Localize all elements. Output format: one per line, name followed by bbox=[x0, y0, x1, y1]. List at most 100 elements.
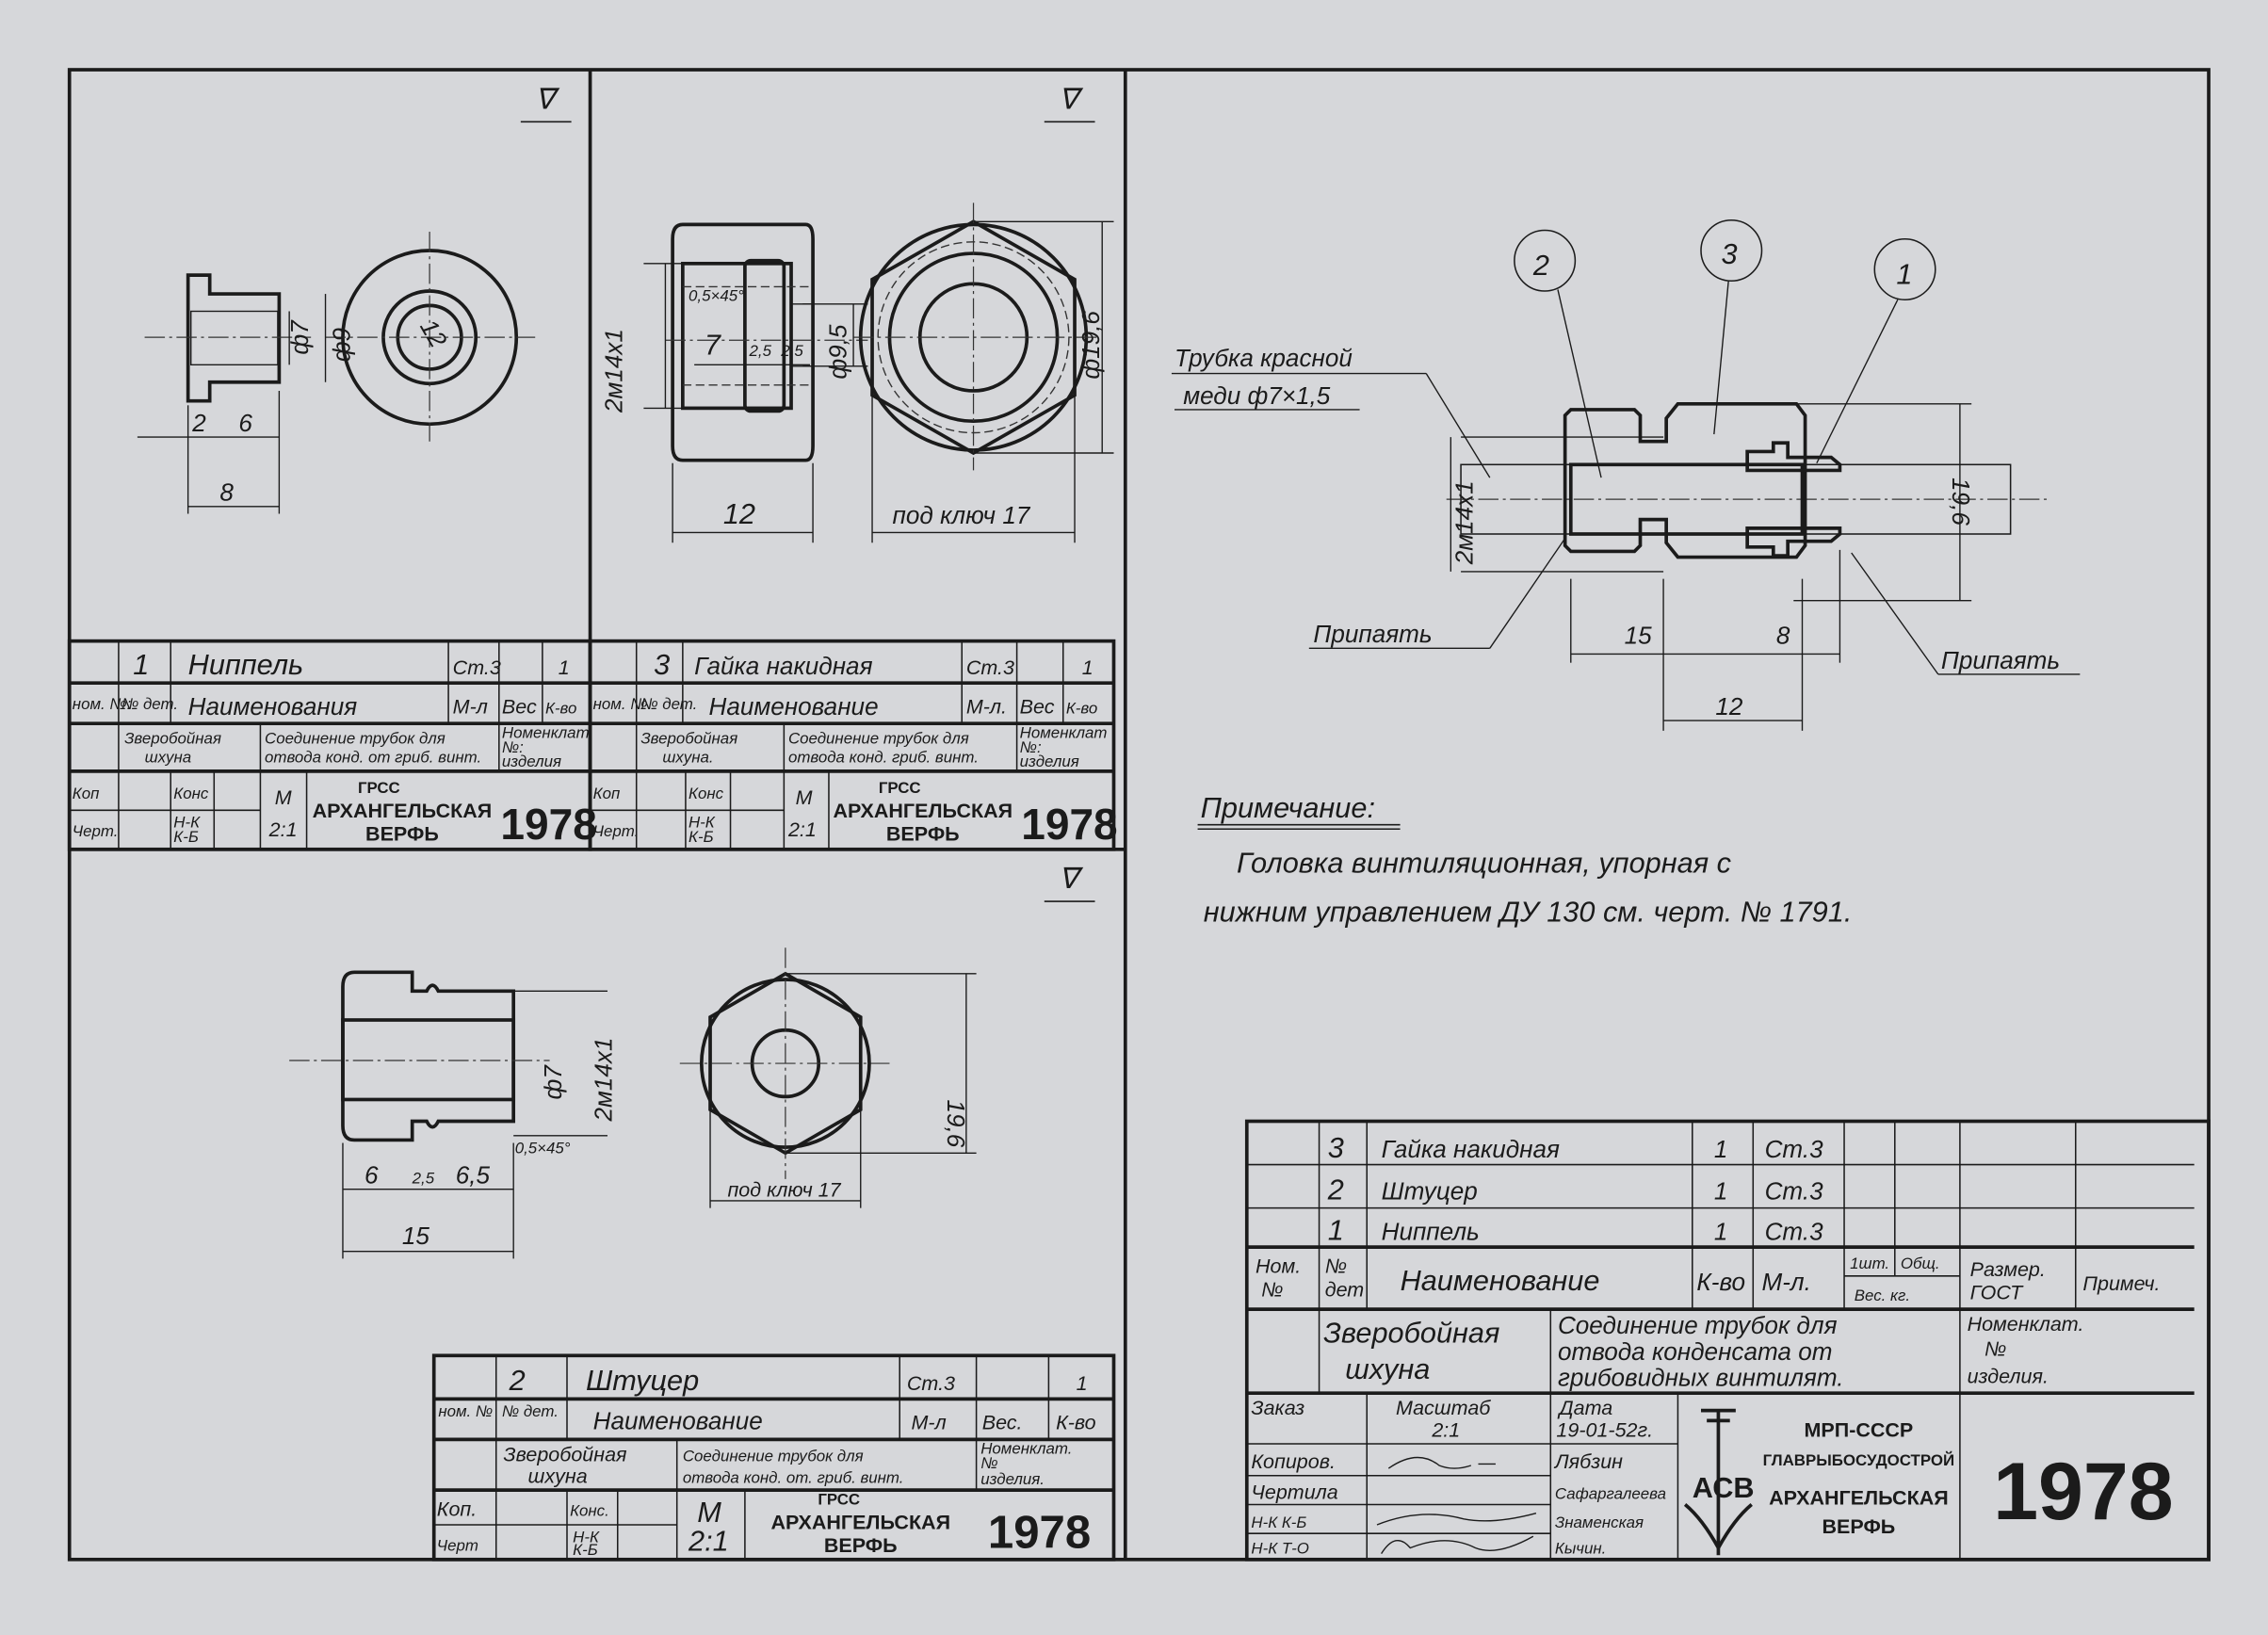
role-drafter: Чертила bbox=[1251, 1481, 1337, 1503]
org-name: АРХАНГЕЛЬСКАЯ bbox=[1769, 1486, 1949, 1509]
header-material: М-л bbox=[453, 695, 488, 718]
header-weight: Вес. bbox=[982, 1412, 1023, 1434]
header-det: № дет. bbox=[122, 695, 178, 713]
nomenclature-label: изделия. bbox=[1968, 1365, 2049, 1387]
dim-view: 12 bbox=[414, 315, 453, 353]
scale-value: 2:1 bbox=[688, 1525, 729, 1558]
dim-d-outer: ф9 bbox=[328, 328, 356, 362]
header-nom: ном. №: bbox=[73, 695, 132, 713]
balloon-2: 2 bbox=[1532, 249, 1549, 282]
part3-nut-drawing: 2м14х1 0,5×45° 7 2,5 2,5 ф9,5 ф19,6 12 п… bbox=[599, 202, 1114, 543]
part1-title-block: 1 Ниппель Ст.3 1 ном. №: № дет. Наименов… bbox=[67, 639, 597, 851]
surface-finish-icon: ∇ bbox=[535, 83, 560, 116]
dim-outer: 19,6 bbox=[942, 1099, 970, 1147]
scale-label: М bbox=[697, 1496, 721, 1529]
header-det: дет bbox=[1325, 1278, 1365, 1301]
org-name: АРХАНГЕЛЬСКАЯ bbox=[313, 800, 493, 822]
order-label: Заказ bbox=[1251, 1397, 1304, 1419]
date-value: 19-01-52г. bbox=[1556, 1418, 1653, 1441]
dim-length: 8 bbox=[219, 478, 234, 507]
header-nom: № bbox=[1261, 1278, 1283, 1301]
vessel-type: шхуна bbox=[145, 749, 192, 767]
scale-value: 2:1 bbox=[268, 818, 298, 841]
assembly-drawing: 2 3 1 Трубка красной меди ф7×1,5 2м14х1 … bbox=[1171, 219, 2081, 731]
copyist-label: Коп. bbox=[437, 1498, 477, 1521]
main-title-block: 3 Гайка накидная 1 Ст.3 2 Штуцер 1 Ст.3 … bbox=[1244, 1119, 2211, 1562]
inspector-label: К-Б bbox=[173, 828, 199, 846]
drawing-title: Соединение трубок для bbox=[265, 730, 446, 748]
header-weight: Вес bbox=[502, 695, 537, 718]
header-qty: К-во bbox=[545, 699, 576, 717]
spec-name: Ниппель bbox=[1382, 1217, 1480, 1245]
dim-c: 6,5 bbox=[456, 1161, 491, 1190]
header-size: Размер. bbox=[1970, 1258, 2046, 1281]
dim-a: 6 bbox=[364, 1161, 379, 1190]
spec-material: Ст.3 bbox=[1765, 1176, 1824, 1205]
dim-length: 15 bbox=[402, 1222, 430, 1250]
drawing-title: отвода конд. от гриб. винт. bbox=[265, 749, 481, 767]
dim-outer: ф19,6 bbox=[1077, 311, 1105, 380]
header-name: Наименование bbox=[593, 1407, 763, 1435]
dim-bore: ф7 bbox=[539, 1064, 567, 1100]
header-weight-one: 1шт. bbox=[1850, 1255, 1889, 1272]
dim-thread: 2м14х1 bbox=[590, 1038, 618, 1123]
dim-chamfer: 0,5×45° bbox=[688, 287, 744, 305]
nomenclature-label: Номенклат. bbox=[1968, 1313, 2084, 1336]
name-drafter: Сафаргалеева bbox=[1555, 1484, 1666, 1502]
org-name: ГЛАВРЫБОСУДОСТРОЙ bbox=[1763, 1451, 1955, 1469]
surface-finish-icon: ∇ bbox=[1059, 83, 1084, 116]
spec-name: Гайка накидная bbox=[1382, 1135, 1560, 1163]
header-material: М-л. bbox=[1762, 1268, 1811, 1296]
part-name: Гайка накидная bbox=[694, 652, 872, 680]
org-name: ВЕРФЬ bbox=[824, 1534, 898, 1557]
spec-row: 1 Ниппель 1 Ст.3 bbox=[1328, 1213, 1823, 1246]
vessel-name: Зверобойная bbox=[124, 730, 221, 748]
role-inspector-kb: Н-К К-Б bbox=[1251, 1514, 1306, 1531]
drawing-title: Соединение трубок для bbox=[788, 730, 969, 748]
header-det: № дет. bbox=[640, 695, 697, 713]
inspector-label: К-Б bbox=[573, 1541, 598, 1559]
name-copyist: Лябзин bbox=[1553, 1450, 1623, 1473]
spec-row: 2 Штуцер 1 Ст.3 bbox=[1327, 1173, 1823, 1206]
header-nom: Ном. bbox=[1256, 1255, 1301, 1278]
header-name: Наименование bbox=[1401, 1264, 1600, 1297]
dim-d-inner: ф7 bbox=[285, 319, 314, 355]
dim-c: 12 bbox=[1715, 692, 1743, 720]
dim-length: 12 bbox=[723, 497, 755, 530]
surface-finish-marks: ∇ ∇ ∇ bbox=[520, 83, 1095, 902]
part-qty: 1 bbox=[1082, 656, 1094, 679]
drawing-title: отвода конд. от. гриб. винт. bbox=[683, 1468, 904, 1486]
consultant-label: Конс bbox=[688, 785, 724, 802]
header-nom: ном. № bbox=[593, 695, 648, 713]
signature bbox=[1376, 1513, 1537, 1526]
header-name: Наименования bbox=[188, 692, 358, 720]
header-material: М-л. bbox=[966, 695, 1007, 718]
header-weight: Вес. кг. bbox=[1855, 1287, 1910, 1304]
org-name: ВЕРФЬ bbox=[1822, 1515, 1896, 1538]
inspector-label: Н-К bbox=[688, 814, 716, 832]
drafter-label: Черт. bbox=[593, 822, 640, 840]
dim-wrench: под ключ 17 bbox=[893, 501, 1031, 529]
signature bbox=[1381, 1535, 1534, 1555]
nomenclature-label: №: bbox=[1020, 738, 1042, 756]
copyist-label: Коп bbox=[73, 785, 100, 802]
name-inspector: Кычин. bbox=[1555, 1540, 1606, 1558]
org-name: МРП-СССР bbox=[1804, 1418, 1913, 1441]
dim-groove-1: 2,5 bbox=[749, 342, 772, 360]
header-det: № bbox=[1325, 1255, 1347, 1278]
header-name: Наименование bbox=[709, 692, 879, 720]
org-name: ГРСС bbox=[358, 779, 400, 797]
scale-label: М bbox=[796, 786, 813, 809]
header-note: Примеч. bbox=[2082, 1272, 2160, 1295]
spec-qty: 1 bbox=[1714, 1217, 1728, 1245]
inspector-label: Н-К bbox=[173, 814, 201, 832]
part-number: 1 bbox=[133, 648, 149, 681]
part-name: Ниппель bbox=[188, 648, 304, 681]
org-name: ГРСС bbox=[818, 1490, 860, 1508]
header-weight-total: Общ. bbox=[1901, 1255, 1940, 1272]
dim-chamfer: 0,5×45° bbox=[515, 1139, 571, 1157]
balloon-3: 3 bbox=[1722, 237, 1738, 270]
spec-material: Ст.3 bbox=[1765, 1217, 1824, 1245]
spec-material: Ст.3 bbox=[1765, 1135, 1824, 1163]
